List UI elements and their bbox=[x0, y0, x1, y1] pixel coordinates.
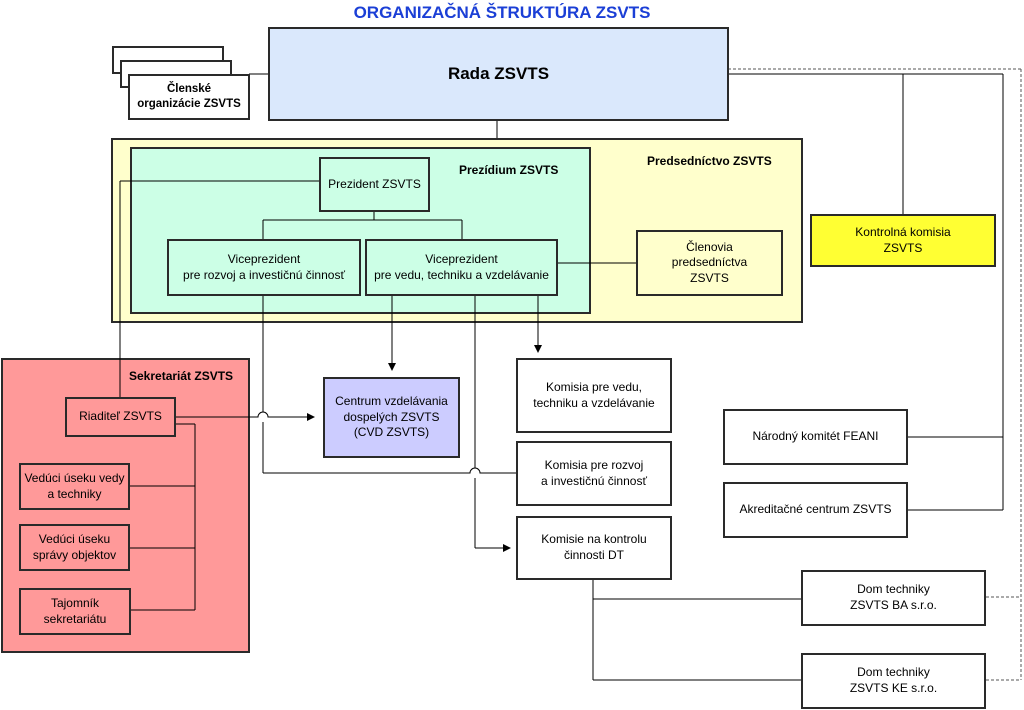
feani-box: Národný komitét FEANI bbox=[723, 409, 908, 465]
kontrolna-komisia-box: Kontrolná komisia ZSVTS bbox=[810, 214, 996, 267]
tajomnik-box: Tajomník sekretariátu bbox=[19, 588, 131, 635]
viceprezident-veda-box: Viceprezident pre vedu, techniku a vzdel… bbox=[365, 239, 558, 296]
veduci-sprava-box: Vedúci úseku správy objektov bbox=[19, 524, 130, 571]
prezidium-label: Prezídium ZSVTS bbox=[459, 163, 559, 177]
rada-box: Rada ZSVTS bbox=[268, 27, 729, 121]
dom-techniky-ke-box: Dom techniky ZSVTS KE s.r.o. bbox=[801, 653, 986, 709]
veduci-veda-box: Vedúci úseku vedy a techniky bbox=[19, 463, 130, 510]
dom-techniky-ba-box: Dom techniky ZSVTS BA s.r.o. bbox=[801, 570, 986, 626]
komisia-veda-box: Komisia pre vedu, techniku a vzdelávanie bbox=[516, 358, 672, 433]
sekretariat-label: Sekretariát ZSVTS bbox=[129, 369, 234, 383]
cvd-box: Centrum vzdelávania dospelých ZSVTS (CVD… bbox=[323, 377, 460, 458]
clenovia-predsednictva-box: Členovia predsedníctva ZSVTS bbox=[636, 230, 783, 296]
prezident-box: Prezident ZSVTS bbox=[319, 157, 430, 212]
page-title: ORGANIZAČNÁ ŠTRUKTÚRA ZSVTS bbox=[353, 3, 651, 22]
komisia-kontrola-box: Komisie na kontrolu činnosti DT bbox=[516, 516, 672, 580]
riaditel-box: Riaditeľ ZSVTS bbox=[65, 397, 176, 437]
clenske-organizacie: Členské organizácie ZSVTS bbox=[128, 74, 250, 120]
viceprezident-rozvoj-box: Viceprezident pre rozvoj a investičnú či… bbox=[167, 239, 361, 296]
predsednictvo-label: Predsedníctvo ZSVTS bbox=[647, 154, 772, 168]
akreditacne-centrum-box: Akreditačné centrum ZSVTS bbox=[723, 482, 908, 538]
komisia-rozvoj-box: Komisia pre rozvoj a investičnú činnosť bbox=[516, 441, 672, 506]
